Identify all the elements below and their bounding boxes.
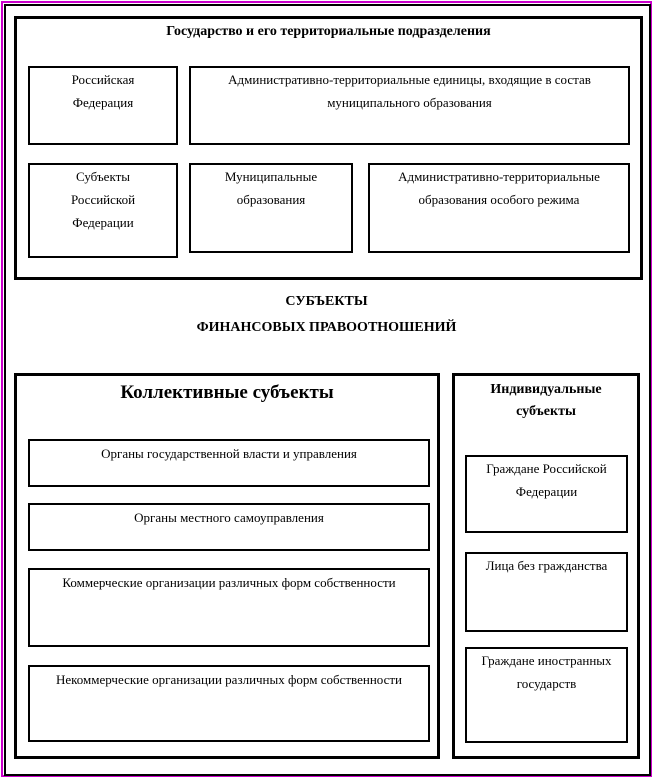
label-line: Российская: [71, 72, 135, 87]
individual-subjects-section: Индивидуальные субъекты Граждане Российс…: [452, 373, 640, 759]
box-noncommercial-organizations: Некоммерческие организации различных фор…: [28, 665, 430, 742]
box-state-authorities: Органы государственной власти и управлен…: [28, 439, 430, 487]
box-special-regime-formations: Административно-территориальные образова…: [368, 163, 630, 253]
box-municipal-formations: Муниципальные образования: [189, 163, 353, 253]
title-line: Индивидуальные: [490, 382, 602, 397]
box-foreign-citizens: Граждане иностранных государств: [465, 647, 628, 743]
label-line: Федерация: [72, 95, 134, 110]
label-line: Органы государственной власти и управлен…: [101, 446, 357, 461]
box-russian-federation: Российская Федерация: [28, 66, 178, 145]
individual-subjects-title: Индивидуальные субъекты: [455, 379, 637, 423]
label-line: Коммерческие организации различных форм …: [62, 575, 396, 590]
label-line: Федерации: [72, 215, 134, 230]
label-line: Федерации: [515, 484, 578, 499]
collective-subjects-title: Коллективные субъекты: [120, 382, 334, 403]
state-territorial-section: Государство и его территориальные подраз…: [14, 16, 643, 280]
box-commercial-organizations: Коммерческие организации различных форм …: [28, 568, 430, 647]
label-line: муниципального образования: [327, 95, 492, 110]
box-stateless-persons: Лица без гражданства: [465, 552, 628, 632]
label-line: Граждане иностранных: [481, 653, 612, 668]
label-line: государств: [516, 676, 577, 691]
heading-line: ФИНАНСОВЫХ ПРАВООТНОШЕНИЙ: [196, 320, 457, 335]
financial-relations-subjects-heading: СУБЪЕКТЫ ФИНАНСОВЫХ ПРАВООТНОШЕНИЙ: [0, 289, 653, 341]
label-line: Административно-территориальные единицы,…: [228, 72, 591, 87]
label-line: Муниципальные: [224, 169, 318, 184]
label-line: образования особого режима: [418, 192, 580, 207]
label-line: Российской: [70, 192, 136, 207]
collective-subjects-section: Коллективные субъекты Органы государстве…: [14, 373, 440, 759]
box-admin-territorial-units: Административно-территориальные единицы,…: [189, 66, 630, 145]
title-line: субъекты: [516, 404, 576, 419]
box-citizens-of-rf: Граждане Российской Федерации: [465, 455, 628, 533]
label-line: Административно-территориальные: [398, 169, 600, 184]
label-line: образования: [236, 192, 306, 207]
box-local-self-government: Органы местного самоуправления: [28, 503, 430, 551]
label-line: Лица без гражданства: [485, 558, 608, 573]
state-section-title: Государство и его территориальные подраз…: [166, 24, 491, 39]
label-line: Некоммерческие организации различных фор…: [55, 672, 403, 687]
box-subjects-of-rf: Субъекты Российской Федерации: [28, 163, 178, 258]
label-line: Органы местного самоуправления: [134, 510, 324, 525]
label-line: Граждане Российской: [486, 461, 607, 476]
heading-line: СУБЪЕКТЫ: [285, 294, 368, 309]
label-line: Субъекты: [75, 169, 131, 184]
